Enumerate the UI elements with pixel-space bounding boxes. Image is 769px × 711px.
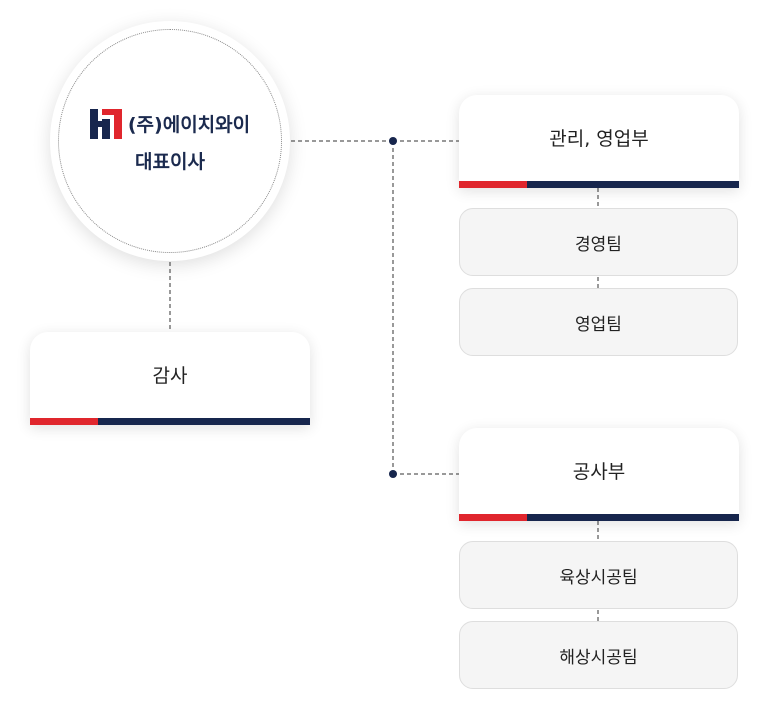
team-label: 영업팀 — [575, 314, 622, 335]
ceo-node: (주)에이치와이 대표이사 — [50, 21, 290, 261]
team-land-construction: 육상시공팀 — [459, 541, 738, 609]
ceo-company-row: (주)에이치와이 — [89, 108, 251, 139]
hy-logo-icon — [89, 108, 122, 139]
team-label: 경영팀 — [575, 234, 622, 255]
dept-accent-bar — [459, 181, 739, 188]
team-sales: 영업팀 — [459, 288, 738, 356]
ceo-title: 대표이사 — [135, 150, 205, 173]
dept-accent-bar — [459, 514, 739, 521]
audit-label: 감사 — [152, 365, 188, 387]
dept-label: 관리, 영업부 — [549, 128, 649, 150]
junction-dot-bottom — [389, 470, 397, 478]
audit-node: 감사 — [30, 332, 310, 425]
team-management: 경영팀 — [459, 208, 738, 276]
team-sea-construction: 해상시공팀 — [459, 621, 738, 689]
dept-construction: 공사부 — [459, 428, 739, 521]
team-label: 육상시공팀 — [559, 567, 638, 588]
team-label: 해상시공팀 — [559, 647, 638, 668]
audit-accent-bar — [30, 418, 310, 425]
dept-label: 공사부 — [572, 461, 626, 483]
dept-admin-sales: 관리, 영업부 — [459, 95, 739, 188]
ceo-inner-ring: (주)에이치와이 대표이사 — [58, 29, 282, 253]
company-name: (주)에이치와이 — [127, 114, 251, 136]
junction-dot-top — [389, 137, 397, 145]
